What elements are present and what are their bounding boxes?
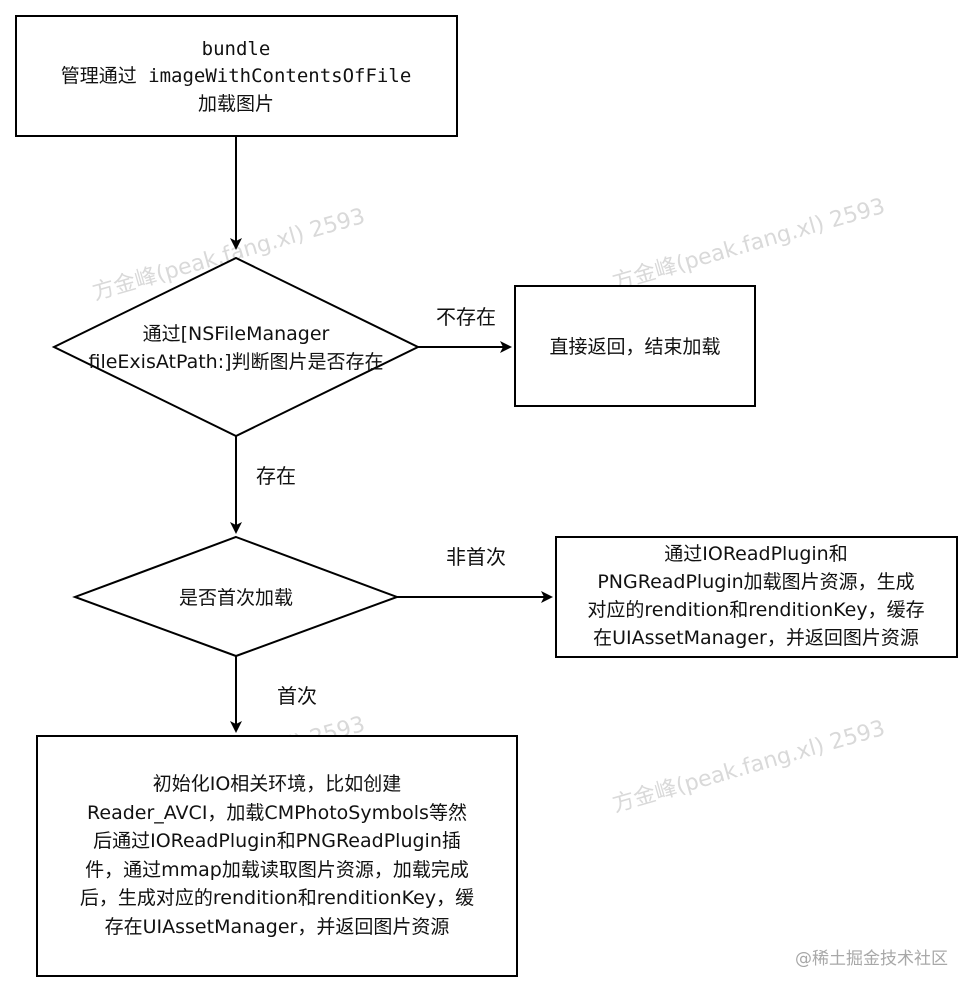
first-line-2: Reader_AVCI，加载CMPhotoSymbols等然: [87, 802, 467, 824]
start-line-1: bundle: [202, 38, 271, 60]
node-check-exists: 通过[NSFileManager fileExisAtPath:]判断图片是否存…: [51, 256, 421, 438]
start-line-3: 加载图片: [198, 93, 274, 115]
edges: [230, 136, 553, 733]
node-return-end: 直接返回，结束加载: [514, 285, 756, 407]
node-first-process: 初始化IO相关环境，比如创建 Reader_AVCI，加载CMPhotoSymb…: [36, 735, 518, 977]
not-first-line-2: PNGReadPlugin加载图片资源，生成: [597, 571, 914, 593]
edge-labels: 不存在 存在 非首次 首次: [256, 305, 506, 708]
node-not-first-process: 通过IOReadPlugin和 PNGReadPlugin加载图片资源，生成 对…: [555, 536, 958, 658]
edge-label-first: 首次: [277, 684, 317, 708]
check-exists-line-1: 通过[NSFileManager: [143, 323, 330, 345]
check-first-line-1: 是否首次加载: [179, 587, 293, 609]
first-line-3: 后通过IOReadPlugin和PNGReadPlugin插: [93, 830, 461, 852]
author-watermark: 方金峰(peak.fang.xl) 2593: [610, 716, 888, 818]
site-watermark: @稀土掘金技术社区: [795, 949, 948, 969]
author-watermark: 方金峰(peak.fang.xl) 2593: [610, 194, 888, 296]
not-first-line-1: 通过IOReadPlugin和: [664, 543, 847, 565]
edge-label-not-exists: 不存在: [436, 305, 496, 329]
not-first-line-4: 在UIAssetManager，并返回图片资源: [593, 627, 919, 649]
start-box: [15, 15, 458, 137]
node-start: bundle 管理通过 imageWithContentsOfFile 加载图片: [15, 15, 458, 137]
edge-label-not-first: 非首次: [446, 545, 506, 569]
start-line-2: 管理通过 imageWithContentsOfFile: [61, 65, 412, 87]
check-first-diamond: [72, 535, 400, 658]
check-exists-diamond: [51, 256, 421, 438]
node-check-first: 是否首次加载: [72, 535, 400, 658]
first-line-4: 件，通过mmap加载读取图片资源，加载完成: [85, 859, 469, 881]
first-line-1: 初始化IO相关环境，比如创建: [153, 773, 402, 795]
edge-label-exists: 存在: [256, 464, 296, 488]
first-line-6: 存在UIAssetManager，并返回图片资源: [105, 916, 450, 938]
not-first-process-box: [555, 536, 958, 658]
not-first-line-3: 对应的rendition和renditionKey，缓存: [587, 599, 924, 621]
first-line-5: 后，生成对应的rendition和renditionKey，缓: [80, 887, 474, 909]
first-process-box: [36, 735, 518, 977]
return-end-line-1: 直接返回，结束加载: [549, 336, 720, 358]
check-exists-line-2: fileExisAtPath:]判断图片是否存在: [88, 351, 383, 373]
return-end-box: [514, 285, 756, 407]
